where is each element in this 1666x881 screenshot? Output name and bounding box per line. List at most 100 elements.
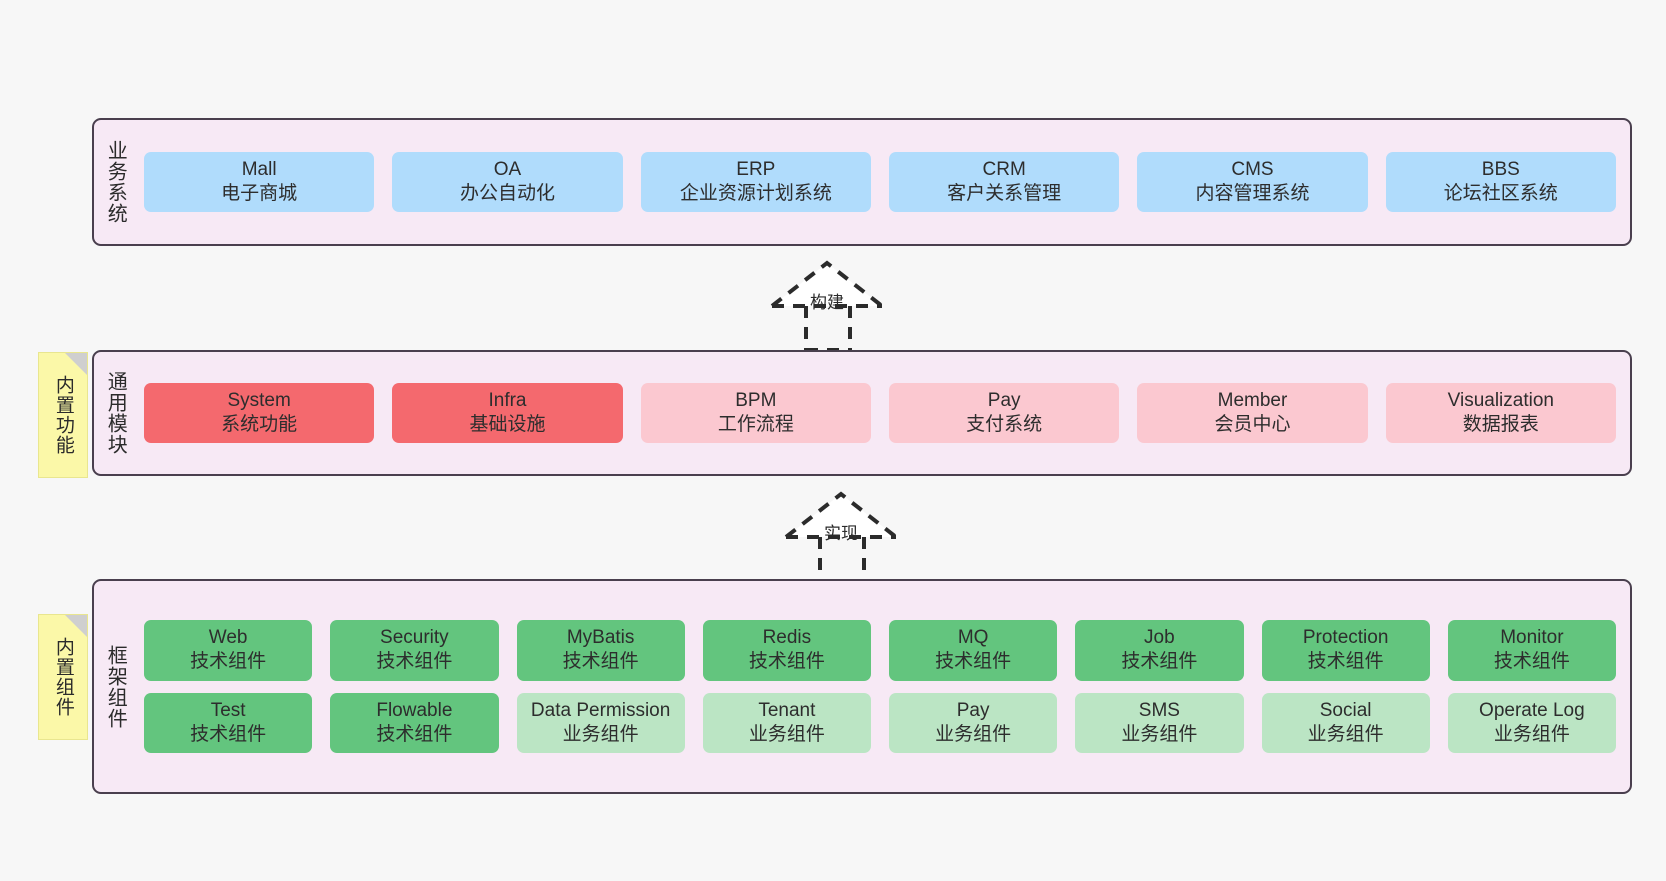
card-title: Pay (987, 389, 1021, 411)
card-pay[interactable]: Pay 支付系统 (888, 382, 1120, 444)
card-mq[interactable]: MQ 技术组件 (889, 619, 1058, 681)
arrow-build: 构建 (760, 258, 940, 353)
card-subtitle: 电子商城 (221, 183, 298, 204)
card-subtitle: 技术组件 (1307, 651, 1384, 673)
card-title: Member (1217, 389, 1288, 411)
card-operate-log[interactable]: Operate Log 业务组件 (1447, 692, 1616, 754)
card-erp[interactable]: ERP 企业资源计划系统 (640, 151, 871, 213)
note-text: 内置组件 (52, 637, 74, 717)
card-title: Flowable (376, 699, 453, 721)
arrow-implement: 实现 (774, 489, 954, 584)
card-title: MyBatis (566, 626, 635, 648)
card-title: SMS (1138, 699, 1180, 721)
card-title: Monitor (1500, 626, 1564, 648)
card-oa[interactable]: OA 办公自动化 (392, 151, 623, 213)
layer-cards-framework-component: Web 技术组件 Security 技术组件 MyBatis 技术组件 Redi… (136, 581, 1630, 792)
card-subtitle: 业务组件 (562, 723, 639, 745)
card-title: Security (380, 626, 449, 648)
card-redis[interactable]: Redis 技术组件 (702, 619, 871, 681)
arrow-head-icon (770, 260, 884, 308)
card-subtitle: 技术组件 (748, 651, 825, 673)
card-row: Mall 电子商城 OA 办公自动化 ERP 企业资源计划系统 CRM 客户关系… (144, 151, 1616, 213)
card-subtitle: 业务组件 (1121, 723, 1198, 745)
card-title: Pay (956, 699, 990, 721)
card-subtitle: 技术组件 (190, 723, 267, 745)
card-row: System 系统功能 Infra 基础设施 BPM 工作流程 Pay 支付系统… (144, 382, 1616, 444)
card-subtitle: 论坛社区系统 (1443, 183, 1558, 204)
card-monitor[interactable]: Monitor 技术组件 (1447, 619, 1616, 681)
card-web[interactable]: Web 技术组件 (144, 619, 313, 681)
card-title: BBS (1481, 158, 1520, 180)
note-builtin-component: 内置组件 (38, 614, 88, 740)
card-subtitle: 技术组件 (376, 651, 453, 673)
card-title: Infra (488, 389, 527, 411)
card-subtitle: 数据报表 (1462, 414, 1539, 435)
card-subtitle: 系统功能 (221, 414, 298, 435)
card-subtitle: 企业资源计划系统 (679, 183, 832, 204)
layer-common-module: 通用模块 System 系统功能 Infra 基础设施 BPM 工作流程 Pay… (92, 350, 1632, 476)
card-mybatis[interactable]: MyBatis 技术组件 (516, 619, 685, 681)
card-data-permission[interactable]: Data Permission 业务组件 (516, 692, 685, 754)
card-crm[interactable]: CRM 客户关系管理 (888, 151, 1120, 213)
card-system[interactable]: System 系统功能 (144, 382, 375, 444)
card-title: Protection (1302, 626, 1389, 648)
note-fold-corner-icon (65, 615, 87, 637)
card-protection[interactable]: Protection 技术组件 (1261, 619, 1430, 681)
card-job[interactable]: Job 技术组件 (1075, 619, 1244, 681)
card-tenant[interactable]: Tenant 业务组件 (702, 692, 871, 754)
card-pay-business[interactable]: Pay 业务组件 (889, 692, 1058, 754)
card-bbs[interactable]: BBS 论坛社区系统 (1385, 151, 1616, 213)
card-subtitle: 技术组件 (935, 651, 1012, 673)
card-title: Social (1319, 699, 1372, 721)
card-subtitle: 业务组件 (935, 723, 1012, 745)
layer-cards-business-system: Mall 电子商城 OA 办公自动化 ERP 企业资源计划系统 CRM 客户关系… (136, 120, 1630, 244)
card-social[interactable]: Social 业务组件 (1261, 692, 1430, 754)
card-title: MQ (957, 626, 989, 648)
card-subtitle: 基础设施 (469, 414, 546, 435)
note-fold-corner-icon (65, 353, 87, 375)
card-subtitle: 会员中心 (1214, 414, 1291, 435)
arrow-head-icon (784, 491, 898, 539)
card-subtitle: 业务组件 (748, 723, 825, 745)
card-subtitle: 技术组件 (376, 723, 453, 745)
card-subtitle: 技术组件 (1121, 651, 1198, 673)
arrow-label-implement: 实现 (824, 524, 858, 543)
card-subtitle: 技术组件 (190, 651, 267, 673)
card-title: OA (493, 158, 522, 180)
note-text: 内置功能 (52, 375, 74, 455)
layer-framework-component: 框架组件 Web 技术组件 Security 技术组件 MyBatis 技术组件… (92, 579, 1632, 794)
card-subtitle: 技术组件 (562, 651, 639, 673)
card-security[interactable]: Security 技术组件 (330, 619, 499, 681)
card-visualization[interactable]: Visualization 数据报表 (1385, 382, 1616, 444)
card-member[interactable]: Member 会员中心 (1137, 382, 1368, 444)
card-title: System (227, 389, 291, 411)
card-subtitle: 业务组件 (1493, 723, 1570, 745)
card-test[interactable]: Test 技术组件 (144, 692, 313, 754)
card-title: Job (1144, 626, 1175, 648)
card-mall[interactable]: Mall 电子商城 (144, 151, 375, 213)
layer-title-common-module: 通用模块 (104, 371, 127, 455)
card-flowable[interactable]: Flowable 技术组件 (330, 692, 499, 754)
card-cms[interactable]: CMS 内容管理系统 (1137, 151, 1368, 213)
card-bpm[interactable]: BPM 工作流程 (640, 382, 871, 444)
card-subtitle: 工作流程 (717, 414, 794, 435)
card-title: Operate Log (1479, 699, 1585, 721)
card-title: ERP (736, 158, 776, 180)
layer-title-framework-component: 框架组件 (104, 644, 127, 729)
card-title: CMS (1231, 158, 1274, 180)
card-infra[interactable]: Infra 基础设施 (392, 382, 623, 444)
card-title: BPM (735, 389, 777, 411)
card-title: Test (210, 699, 246, 721)
card-title: CRM (982, 158, 1026, 180)
layer-cards-common-module: System 系统功能 Infra 基础设施 BPM 工作流程 Pay 支付系统… (136, 352, 1630, 474)
card-title: Web (208, 626, 248, 648)
note-builtin-feature: 内置功能 (38, 352, 88, 478)
card-sms[interactable]: SMS 业务组件 (1075, 692, 1244, 754)
card-row: Test 技术组件 Flowable 技术组件 Data Permission … (144, 692, 1616, 754)
card-title: Visualization (1447, 389, 1554, 411)
card-title: Mall (241, 158, 277, 180)
card-title: Data Permission (530, 699, 671, 721)
card-subtitle: 技术组件 (1493, 651, 1570, 673)
card-subtitle: 客户关系管理 (947, 183, 1062, 204)
